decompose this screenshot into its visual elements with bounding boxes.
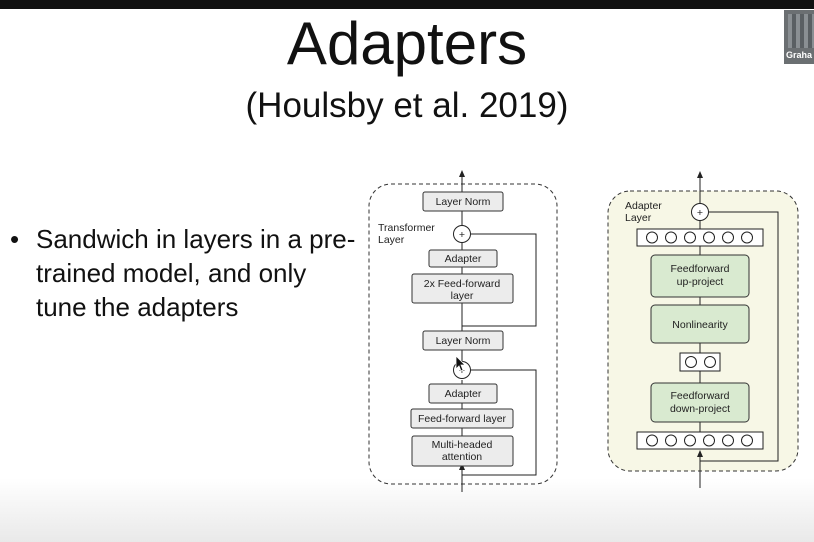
transformer-group-label-1: Transformer	[378, 222, 435, 234]
slide-subtitle: (Houlsby et al. 2019)	[245, 86, 569, 125]
participant-name: Graha	[786, 50, 813, 60]
bullet-item: • Sandwich in layers in a pre-trained mo…	[10, 222, 360, 324]
neuron	[703, 231, 715, 244]
skip-connection-upper	[462, 233, 537, 327]
bullet-text: Sandwich in layers in a pre-trained mode…	[36, 224, 356, 322]
neuron	[685, 356, 697, 368]
up-project-box	[650, 254, 750, 298]
transformer-layer-border	[368, 183, 558, 485]
adapter-skip-connection	[700, 211, 779, 462]
adapter-layer-diagram: Adapter Layer + Feedforward up-project N…	[607, 171, 799, 488]
input-neurons	[646, 434, 753, 447]
mha-label-line2: attention	[442, 451, 482, 463]
add-symbol-top: +	[459, 229, 465, 241]
mha-box	[411, 435, 514, 467]
participant-face-image	[788, 14, 814, 48]
slide-title: Adapters	[286, 10, 528, 77]
neuron	[665, 231, 677, 244]
up-project-label-line1: Feedforward	[671, 263, 730, 275]
bullet-list: • Sandwich in layers in a pre-trained mo…	[10, 222, 360, 324]
add-symbol-bottom: +	[459, 365, 465, 377]
adapter-top-box	[428, 249, 498, 268]
down-project-label-line2: down-project	[670, 403, 730, 415]
adapter-group-label-1: Adapter	[625, 200, 662, 212]
neuron	[741, 434, 753, 447]
neuron	[684, 231, 696, 244]
adapter-add-symbol: +	[697, 207, 703, 219]
top-window-bar	[0, 0, 814, 9]
ff-layer-label: Feed-forward layer	[418, 413, 507, 425]
ff-2x-label-line2: layer	[451, 290, 474, 302]
layer-norm-mid-box	[422, 330, 504, 351]
output-neurons	[646, 231, 753, 244]
mha-label-line1: Multi-headed	[432, 439, 493, 451]
neuron	[665, 434, 677, 447]
mouse-cursor-icon	[455, 355, 466, 372]
adapter-bottom-box	[428, 383, 498, 404]
participant-video-thumbnail[interactable]: Graha	[784, 10, 814, 64]
layer-norm-top-box	[422, 191, 504, 212]
neuron	[646, 434, 658, 447]
neuron	[703, 434, 715, 447]
neuron	[684, 434, 696, 447]
neuron	[646, 231, 658, 244]
neuron	[722, 434, 734, 447]
adapter-group-label-2: Layer	[625, 212, 652, 224]
down-project-box	[650, 382, 750, 423]
ff-2x-label-line1: 2x Feed-forward	[424, 278, 501, 290]
ff-2x-box	[411, 273, 514, 304]
adapter-add-circle	[691, 203, 709, 221]
layer-norm-top-label: Layer Norm	[436, 196, 491, 208]
bullet-dot-icon: •	[10, 224, 20, 254]
down-project-label-line1: Feedforward	[671, 390, 730, 402]
bottom-gradient	[0, 478, 814, 542]
neuron	[741, 231, 753, 244]
nonlinearity-label: Nonlinearity	[672, 319, 728, 331]
neuron	[722, 231, 734, 244]
neuron	[704, 356, 716, 368]
adapter-top-label: Adapter	[445, 253, 482, 265]
layer-norm-mid-label: Layer Norm	[436, 335, 491, 347]
up-project-label-line2: up-project	[677, 276, 724, 288]
transformer-group-label-2: Layer	[378, 234, 405, 246]
skip-connection-lower	[462, 369, 537, 476]
nonlinearity-box	[650, 304, 750, 344]
transformer-layer-diagram: Transformer Layer Layer Norm + Adapter 2…	[368, 170, 558, 492]
ff-layer-box	[410, 408, 514, 429]
adapter-bottom-label: Adapter	[445, 388, 482, 400]
add-circle-top	[453, 225, 471, 243]
